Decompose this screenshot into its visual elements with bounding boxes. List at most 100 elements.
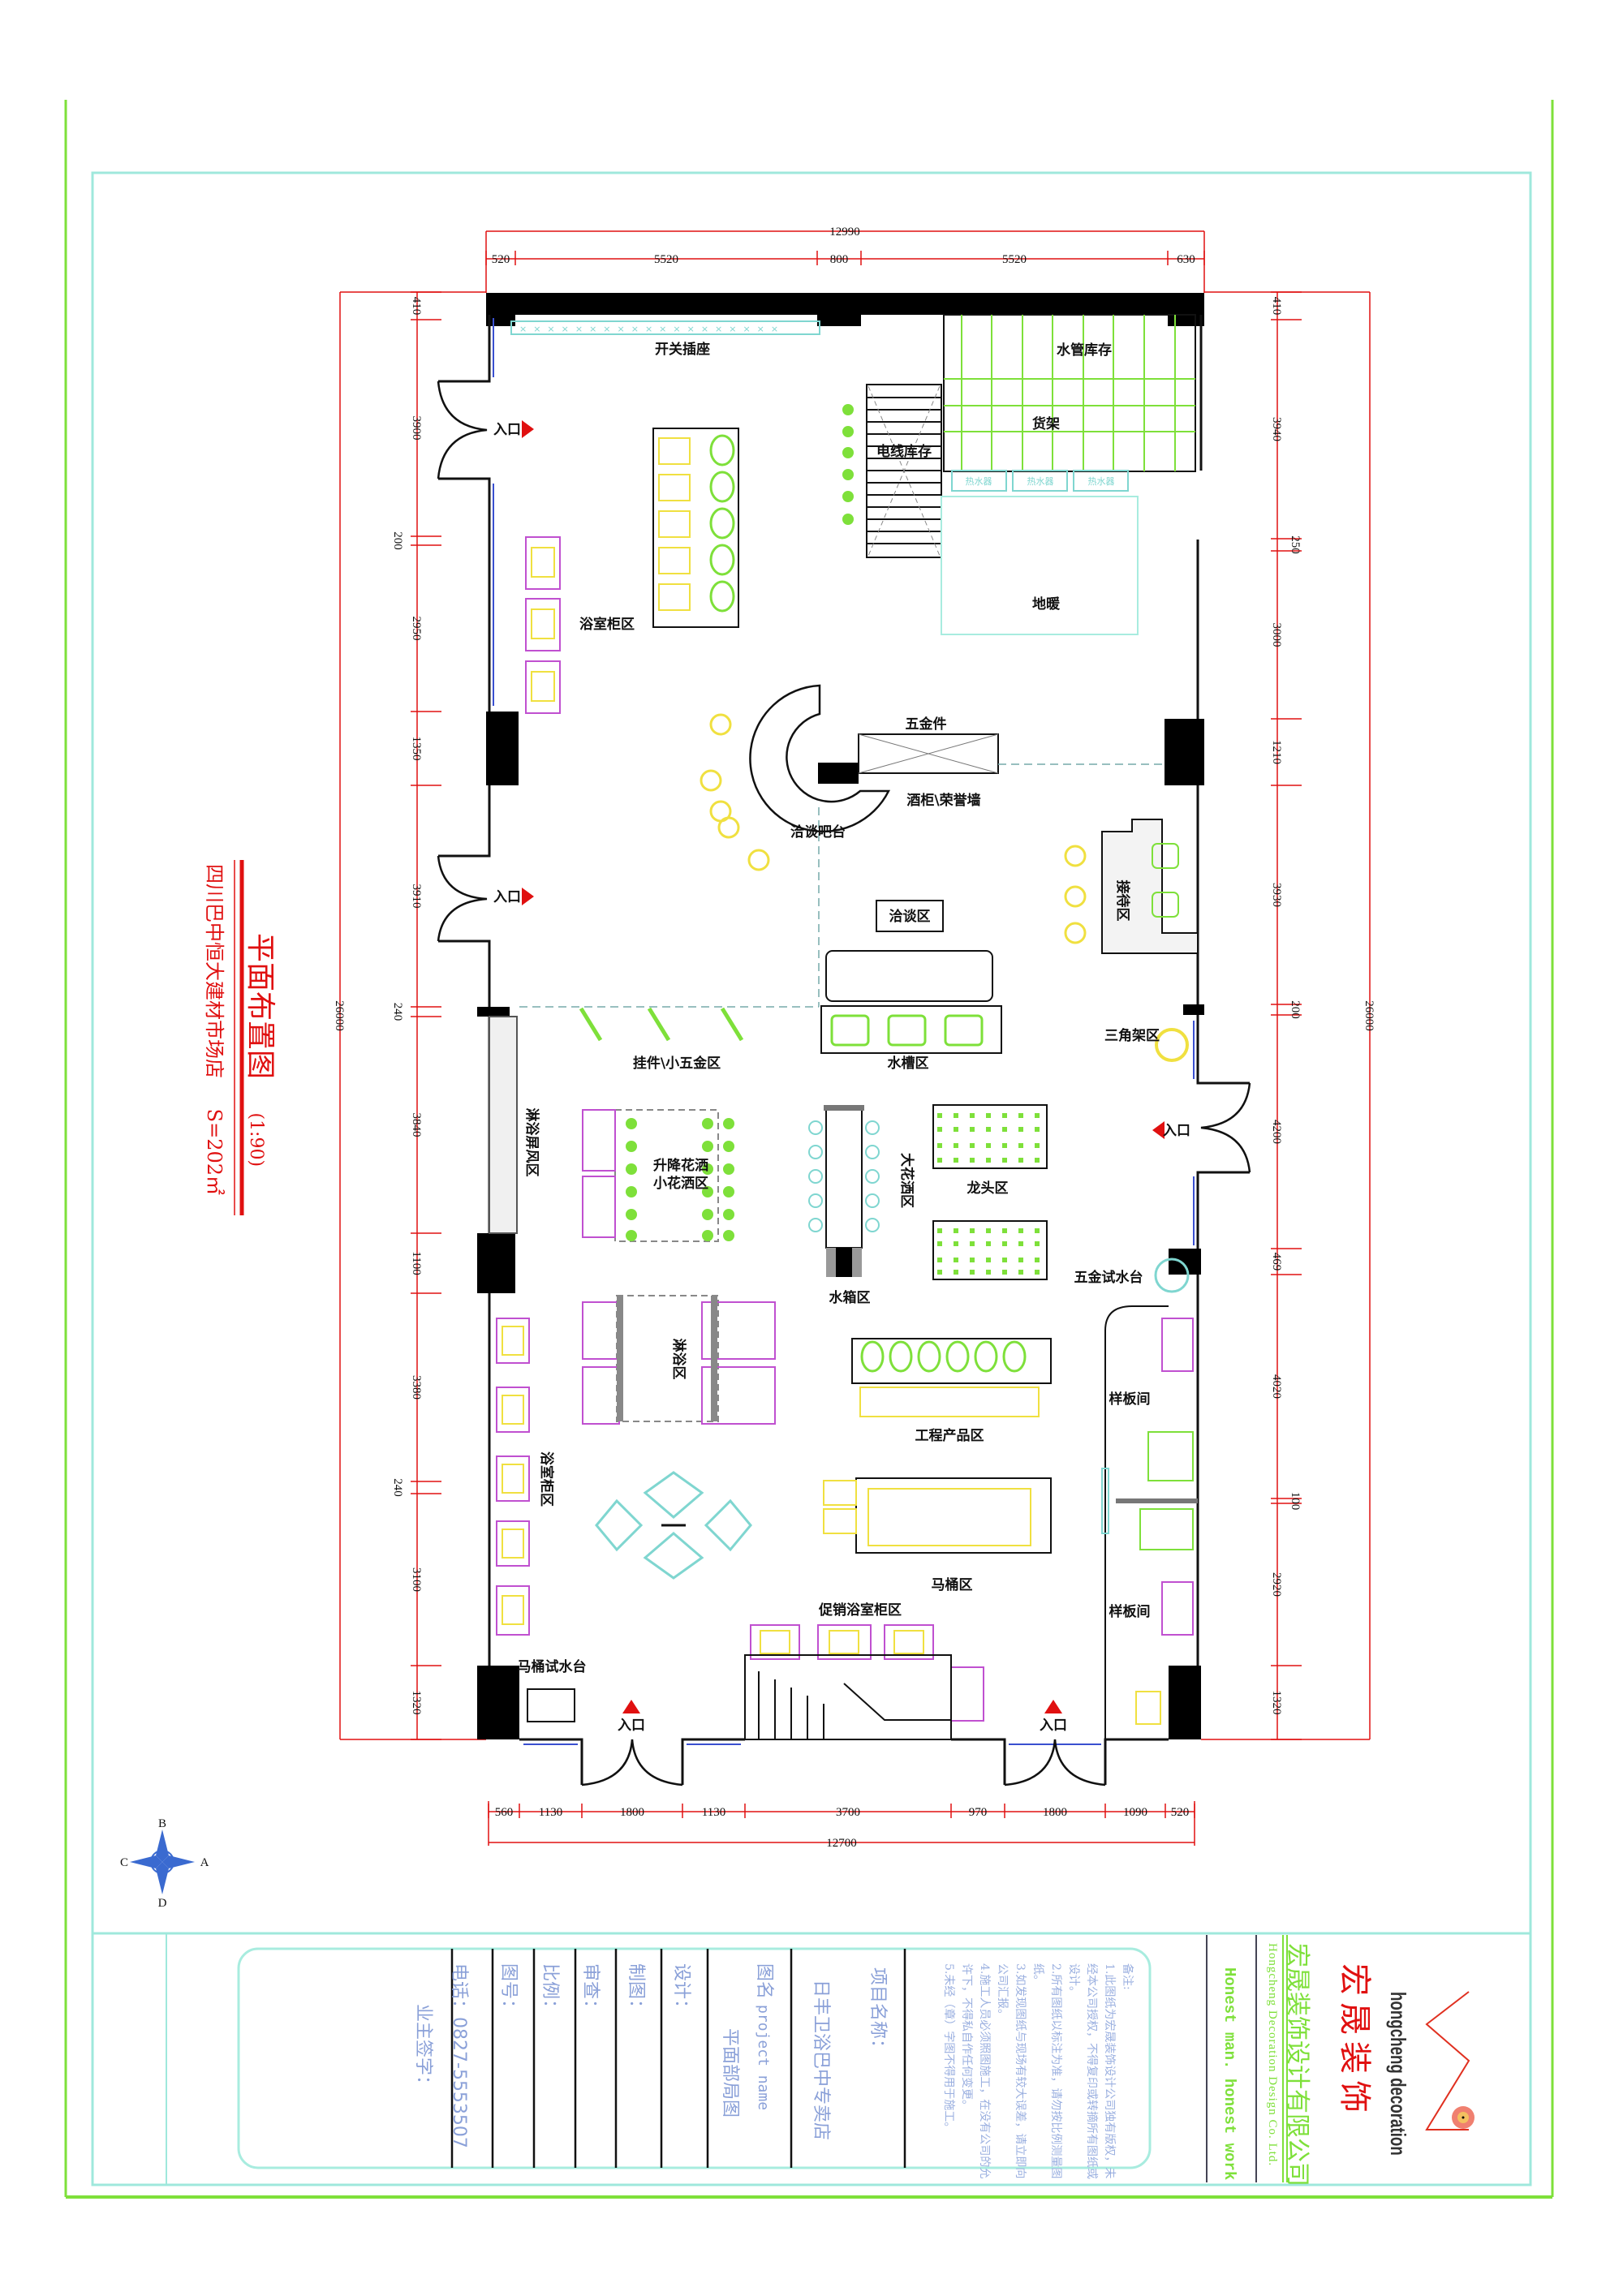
dimension-label: 520	[1171, 1806, 1190, 1819]
note-4: 4.施工人员必须照图施工，在没有公司的允许下，不得私自作任何变更。	[960, 1963, 991, 2179]
dimension-label: 5520	[1002, 253, 1027, 266]
label-toilet: 马桶区	[932, 1576, 973, 1593]
note-1: 1.此图纸为宏晟装饰设计公司独有版权，未经本公司授权，不得复印或转摘所有图纸或设…	[1067, 1963, 1116, 2179]
stools	[700, 713, 1087, 944]
dimension-label: 240	[391, 1003, 404, 1021]
drawing-subtitle: 四川巴中恒大建材市场店 S=202㎡	[202, 864, 230, 1195]
dimension-label: 2920	[1270, 1572, 1283, 1597]
label-tank: 水箱区	[829, 1289, 871, 1306]
fixture-dots	[842, 404, 854, 525]
label-tripod: 三角架区	[1104, 1027, 1160, 1044]
sink-counter	[820, 1005, 1002, 1054]
dimension-total-label: 12990	[829, 226, 860, 239]
dimension-label: 1350	[410, 737, 423, 761]
label-faucet: 龙头区	[966, 1180, 1009, 1197]
drawing-scale: (1:90)	[246, 1112, 266, 1167]
company-slogan: Honest man. honest work	[1220, 1967, 1238, 2181]
dimension-label: 410	[1270, 297, 1283, 316]
company-name-cn: 宏晟装饰设计有限公司	[1283, 1943, 1311, 2186]
store-area: S=202㎡	[203, 1108, 226, 1195]
sheet-frame	[64, 100, 1554, 2199]
label-promo-cabinet: 促销浴室柜区	[818, 1602, 902, 1619]
water-heaters	[951, 470, 1129, 492]
drawing-name-label-text: 图名	[754, 1963, 774, 2000]
label-toilet-test: 马桶试水台	[518, 1658, 587, 1675]
bath-cabinets-left	[496, 1318, 530, 1636]
dimension-label: 1210	[1270, 740, 1283, 764]
dimension-label: 1800	[1043, 1806, 1067, 1819]
label-wine-cabinet: 酒柜\荣誉墙	[906, 792, 980, 809]
tripod-display	[1155, 1028, 1189, 1062]
label-pipe-stock: 水管库存	[1057, 342, 1112, 359]
label-engineering: 工程产品区	[915, 1427, 984, 1444]
store-name: 四川巴中恒大建材市场店	[203, 864, 226, 1078]
label-entrance-2: 入口	[493, 889, 521, 905]
dimension-label: 3900	[410, 416, 423, 441]
dimension-label: 1100	[410, 1251, 423, 1275]
zone-labels: 开关插座 水管库存 货架 电线库存 热水器 热水器 热水器 地暖 浴室柜区 五金…	[493, 341, 1190, 1734]
note-3: 3.如发现图纸与现场有较大误差，请立即向公司汇报。	[996, 1963, 1027, 2179]
walls	[477, 293, 1204, 1739]
window-glazing	[493, 318, 1195, 1745]
label-big-shower: 大花洒区	[898, 1153, 915, 1208]
stock-shelves	[943, 314, 1196, 472]
dimension-label: 3700	[836, 1806, 860, 1819]
label-floor-heating: 地暖	[1032, 595, 1061, 613]
label-entrance-1: 入口	[493, 422, 521, 438]
toilet-display	[823, 1477, 1052, 1554]
notes-title: 备注:	[1121, 1963, 1134, 1990]
dimension-label: 560	[495, 1806, 514, 1819]
note-5: 5.未经（章）字图不得用于施工。	[942, 1963, 955, 2134]
project-name: 日丰卫浴巴中专卖店	[811, 1980, 831, 2141]
dimension-label: 469	[1270, 1253, 1283, 1271]
label-water-heater-1: 热水器	[966, 476, 992, 487]
shower-zone-display	[582, 1295, 776, 1425]
dimension-label: 3840	[410, 1113, 423, 1137]
label-sample-room-1: 样板间	[1109, 1391, 1151, 1408]
drawing-title: 平面布置图 (1:90)	[242, 933, 284, 1167]
bottom-stairs	[744, 1654, 952, 1740]
door-swings	[437, 381, 1251, 1786]
scale-label: 比例：	[540, 1963, 560, 2018]
dimension-label: 1800	[620, 1806, 644, 1819]
faucet-racks	[932, 1104, 1048, 1280]
dimension-label: 250	[1289, 535, 1302, 554]
dimension-label: 3940	[1270, 417, 1283, 441]
label-water-heater-3: 热水器	[1088, 476, 1115, 487]
owner-signature-label: 业主签字：	[413, 2004, 433, 2094]
label-entrance-3: 入口	[1163, 1123, 1190, 1139]
big-shower-display	[808, 1105, 880, 1277]
dimension-label: 4200	[1270, 1120, 1283, 1144]
phone-label: 电话：	[449, 1963, 469, 2018]
display-island-toilets	[652, 428, 739, 628]
drafter-label: 制图：	[626, 1963, 646, 2018]
dimension-label: 4020	[1270, 1374, 1283, 1399]
dimension-label: 1320	[410, 1691, 423, 1715]
dimension-total-label: 12700	[826, 1837, 857, 1850]
label-bar-counter: 洽谈吧台	[790, 823, 846, 841]
label-wire-stock: 电线库存	[876, 443, 932, 460]
project-name-label: 项目名称：	[867, 1967, 888, 2057]
label-reception: 接待区	[1114, 880, 1131, 922]
compass-c: C	[120, 1856, 128, 1869]
dimension-label: 200	[1289, 1000, 1302, 1019]
dimension-label: 520	[492, 253, 510, 266]
dimension-total-label: 26000	[1363, 1000, 1375, 1031]
label-shower: 淋浴区	[670, 1339, 687, 1380]
switch-socket-strip: ×××××××××××××××××××	[510, 320, 820, 335]
compass: B A C D	[120, 1817, 209, 1910]
floor-heating-zone	[941, 496, 1139, 635]
hardware-test-stand	[1154, 1258, 1190, 1293]
label-shelf: 货架	[1032, 415, 1060, 432]
review-label: 审查：	[580, 1963, 601, 2018]
dimension-label: 3380	[410, 1375, 423, 1400]
label-pendant: 挂件\小五金区	[633, 1055, 721, 1072]
reception-desk	[1101, 819, 1199, 954]
entrance-arrows	[522, 420, 1165, 1713]
svg-text:×××××××××××××××××××: ×××××××××××××××××××	[519, 324, 785, 334]
guide-dashed-lines	[519, 763, 1165, 1008]
notes: 备注: 1.此图纸为宏晟装饰设计公司独有版权，未经本公司授权，不得复印或转摘所有…	[940, 1963, 1136, 2182]
dimension-label: 200	[391, 531, 404, 550]
note-2: 2.所有图纸以标注为准，请勿按比例测量图纸。	[1031, 1963, 1062, 2179]
